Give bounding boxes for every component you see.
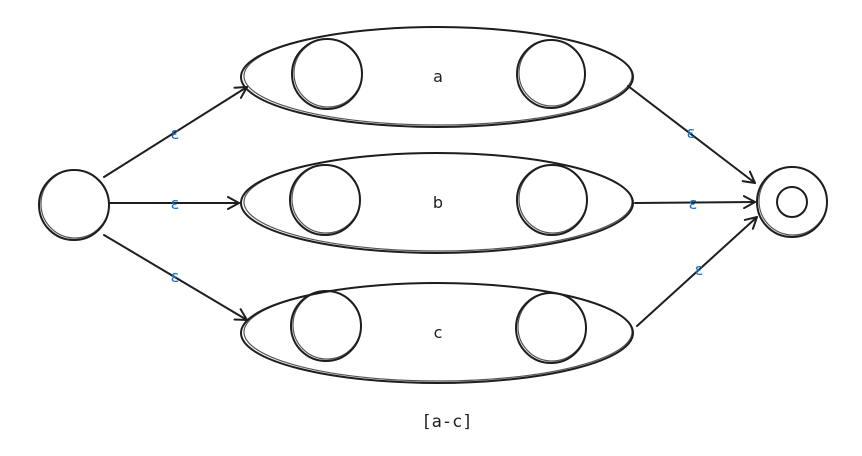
branch-a-symbol: a bbox=[433, 67, 443, 86]
branch-b-symbol: b bbox=[433, 193, 443, 212]
epsilon-transition-start-c bbox=[103, 234, 248, 321]
epsilon-label-c-accept: ε bbox=[695, 260, 704, 279]
branch-b-entry-state bbox=[289, 164, 361, 236]
branch-c-exit-state bbox=[515, 292, 587, 364]
branch-c-entry-state bbox=[290, 290, 362, 362]
branch-b: b bbox=[240, 152, 634, 254]
diagram-caption: [a-c] bbox=[421, 412, 472, 432]
branch-a: a bbox=[240, 26, 634, 128]
epsilon-transition-c-accept bbox=[636, 216, 758, 327]
epsilon-label-a-accept: ε bbox=[687, 123, 696, 142]
epsilon-transition-b-accept bbox=[634, 195, 756, 210]
epsilon-transition-start-a bbox=[103, 86, 248, 178]
epsilon-label-b-accept: ε bbox=[689, 194, 698, 213]
branch-a-exit-state bbox=[516, 39, 586, 109]
start-state bbox=[38, 169, 110, 241]
epsilon-label-start-a: ε bbox=[171, 124, 180, 143]
accept-state bbox=[756, 166, 828, 238]
epsilon-transition-a-accept bbox=[627, 85, 756, 184]
branch-b-exit-state bbox=[516, 164, 588, 236]
branch-c-symbol: c bbox=[434, 323, 443, 342]
branch-c: c bbox=[240, 282, 634, 384]
epsilon-label-start-b: ε bbox=[171, 194, 180, 213]
branch-a-entry-state bbox=[291, 38, 363, 110]
epsilon-label-start-c: ε bbox=[171, 267, 180, 286]
